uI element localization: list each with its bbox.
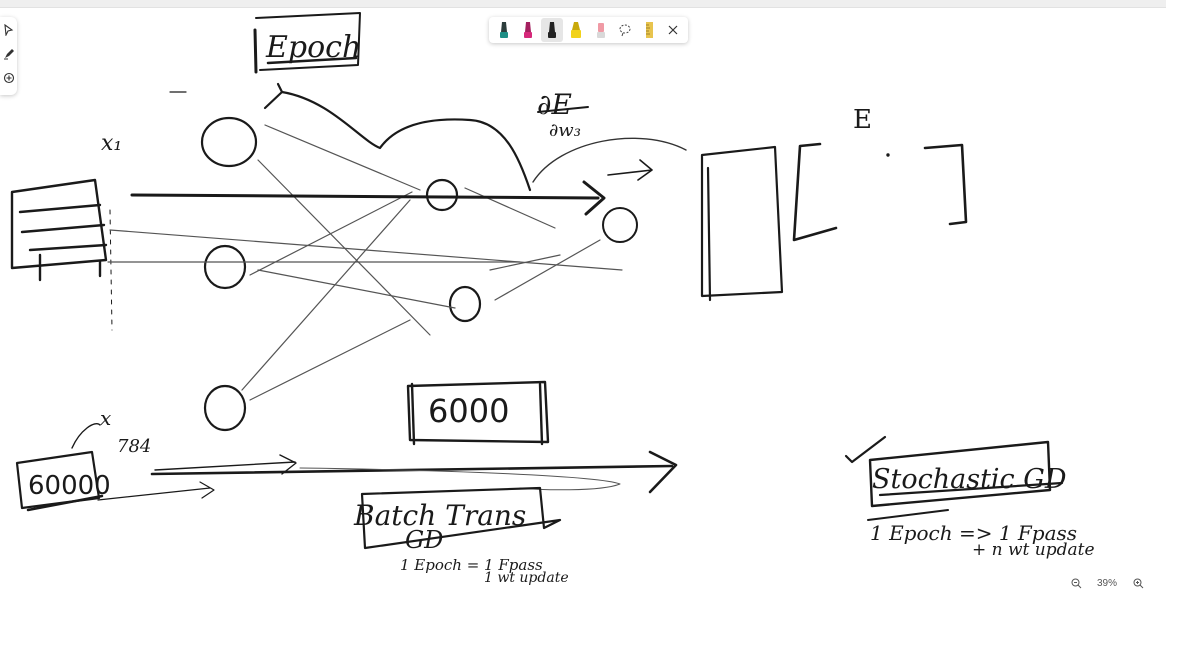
neuron-layer-2 — [425, 178, 482, 323]
left-toolbar — [0, 17, 17, 95]
forward-arrow — [130, 193, 600, 200]
svg-text:Stochastic GD: Stochastic GD — [872, 464, 1067, 495]
neuron-layer-1 — [200, 116, 258, 432]
magenta-pen-icon[interactable] — [517, 18, 539, 42]
zoom-level: 39% — [1096, 577, 1117, 589]
stochastic-gd-ink: Stochastic GD 1 Epoch => 1 Fpass + n wt … — [867, 440, 1095, 560]
close-icon[interactable] — [662, 18, 684, 42]
svg-text:GD: GD — [405, 526, 443, 554]
weight-box — [700, 145, 784, 302]
x1-label: x₁ — [101, 131, 122, 156]
yellow-highlighter-icon[interactable] — [565, 18, 587, 42]
eraser-icon[interactable] — [590, 18, 612, 42]
60000-box: 60000 — [15, 450, 111, 512]
output-neuron — [602, 207, 638, 243]
x-label: x — [100, 406, 111, 430]
svg-text:1 wt update: 1 wt update — [484, 570, 569, 586]
svg-text:∂E: ∂E — [537, 88, 572, 121]
check-mark — [844, 435, 887, 464]
zoom-in-icon[interactable] — [1130, 575, 1146, 591]
svg-text:6000: 6000 — [428, 392, 509, 430]
pointer-icon[interactable] — [2, 21, 16, 39]
zoom-control: 39% — [1062, 572, 1185, 594]
svg-text:∂w₃: ∂w₃ — [549, 120, 581, 141]
svg-text:+ n wt update: + n wt update — [972, 540, 1095, 560]
pen-toolbar — [489, 17, 688, 43]
loop-arc — [280, 90, 532, 192]
gradient-arc — [532, 137, 687, 183]
gradient-notation: ∂E ∂w₃ — [537, 88, 589, 141]
svg-text:1 Epoch = 1 Fpass: 1 Epoch = 1 Fpass — [400, 556, 543, 574]
epoch-ink: Epoch — [253, 12, 361, 74]
784-label: 784 — [117, 436, 151, 457]
svg-text:1 Epoch => 1 Fpass: 1 Epoch => 1 Fpass — [870, 521, 1077, 545]
batch-gd-ink: Batch Trans GD 1 Epoch = 1 Fpass 1 wt up… — [353, 486, 569, 586]
top-window-strip — [0, 0, 1166, 8]
plus-circle-icon[interactable] — [2, 69, 16, 87]
E-bracket — [792, 142, 968, 242]
connections — [107, 124, 623, 401]
ruler-icon[interactable] — [638, 18, 660, 42]
lasso-icon[interactable] — [614, 18, 636, 42]
zoom-out-icon[interactable] — [1068, 575, 1084, 591]
E-label: E — [853, 105, 872, 135]
ink-canvas[interactable]: Epoch ∂E ∂w₃ x₁ — [0, 0, 1166, 600]
svg-text:Batch Trans: Batch Trans — [353, 499, 526, 532]
teal-pen-icon[interactable] — [493, 18, 515, 42]
right-edge — [1166, 0, 1185, 562]
6000-box: 6000 — [406, 380, 550, 446]
svg-text:60000: 60000 — [28, 471, 111, 501]
black-pen-icon[interactable] — [541, 18, 564, 42]
input-stack-ink — [10, 178, 113, 331]
epoch-text: Epoch — [265, 30, 361, 65]
pen-icon[interactable] — [2, 45, 16, 63]
